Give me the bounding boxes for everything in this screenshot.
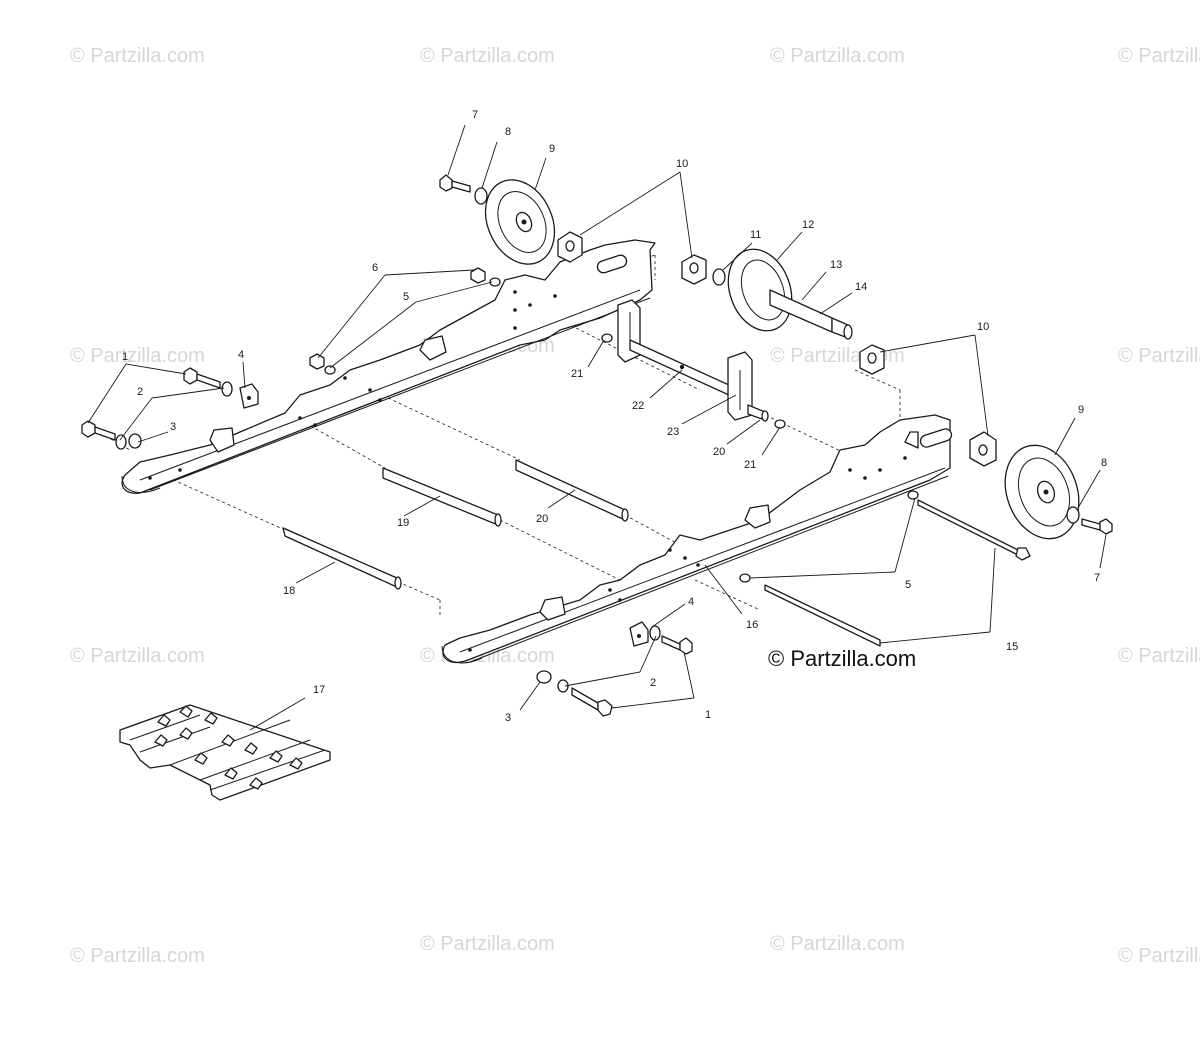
idler-wheel-9-top xyxy=(484,179,556,265)
washer-5 xyxy=(907,490,919,500)
callout-4: 4 xyxy=(688,596,694,608)
hyfax-wear-strip-17 xyxy=(119,704,331,801)
callout-numbers: 7 8 9 10 11 12 13 14 10 9 8 7 6 5 1 4 2 … xyxy=(122,109,1107,724)
rail-hook xyxy=(209,427,235,453)
callout-22: 22 xyxy=(632,400,644,412)
callout-16: 16 xyxy=(746,619,758,631)
callout-2: 2 xyxy=(137,386,143,398)
nut-6 xyxy=(470,267,486,284)
bolt-1-lower xyxy=(81,420,116,441)
rail-bracket xyxy=(904,431,919,449)
copyright-mark: © Partzilla.com xyxy=(768,646,916,671)
callout-13: 13 xyxy=(830,259,842,271)
callout-7: 7 xyxy=(1094,572,1100,584)
washer-2-lower xyxy=(115,434,127,450)
rail-slot xyxy=(919,428,953,448)
watermark: © Partzilla.com xyxy=(70,645,205,667)
callout-15: 15 xyxy=(1006,641,1018,653)
bolt-1-right-a xyxy=(661,635,693,655)
callout-20: 20 xyxy=(536,513,548,525)
washer-11 xyxy=(712,268,726,286)
watermark: © Partzilla.com xyxy=(770,45,905,67)
callout-2: 2 xyxy=(650,677,656,689)
watermark: © Partzilla.com xyxy=(1118,345,1200,367)
watermark: © Partzilla.com xyxy=(1118,945,1200,967)
washer-5 xyxy=(489,277,501,287)
watermark: © Partzilla.com xyxy=(1118,645,1200,667)
callout-8: 8 xyxy=(1101,457,1107,469)
leader-lines xyxy=(87,124,1107,731)
washer-5 xyxy=(739,573,751,583)
rail-hook xyxy=(744,504,771,529)
watermark: © Partzilla.com xyxy=(1118,45,1200,67)
washer-2-upper xyxy=(221,381,233,397)
callout-1: 1 xyxy=(705,709,711,721)
torque-arm-tube xyxy=(629,339,741,401)
idler-wheel-12 xyxy=(727,248,853,340)
washer-8-right xyxy=(1066,506,1080,524)
callout-11: 11 xyxy=(750,229,761,241)
callout-8: 8 xyxy=(505,126,511,138)
nut-6 xyxy=(309,353,325,370)
callout-5: 5 xyxy=(905,579,911,591)
callout-9: 9 xyxy=(549,143,555,155)
long-bolt-15 xyxy=(764,499,1031,647)
callout-3: 3 xyxy=(170,421,176,433)
rail-hook xyxy=(419,335,447,361)
callout-20: 20 xyxy=(713,446,725,458)
torque-arm-assembly xyxy=(601,299,786,429)
callout-4: 4 xyxy=(238,349,244,361)
washer-2 xyxy=(649,625,661,641)
washer-21 xyxy=(601,333,613,343)
bolt-7-right xyxy=(1081,518,1113,535)
callout-23: 23 xyxy=(667,426,679,438)
callout-12: 12 xyxy=(802,219,814,231)
callout-17: 17 xyxy=(313,684,325,696)
callout-21: 21 xyxy=(744,459,756,471)
right-slide-rail xyxy=(441,414,953,664)
callout-10: 10 xyxy=(676,158,688,170)
watermark: © Partzilla.com xyxy=(420,933,555,955)
callout-14: 14 xyxy=(855,281,867,293)
bolt-1-right-b xyxy=(571,687,613,717)
callout-21: 21 xyxy=(571,368,583,380)
idler-wheel-9-right xyxy=(1004,444,1080,540)
watermark: © Partzilla.com xyxy=(770,933,905,955)
washer-21 xyxy=(774,419,786,429)
bolt-1-upper xyxy=(183,367,221,389)
watermark: © Partzilla.com xyxy=(420,45,555,67)
washer-2 xyxy=(557,679,569,693)
watermark: © Partzilla.com xyxy=(70,45,205,67)
watermark: © Partzilla.com xyxy=(70,345,205,367)
left-slide-rail xyxy=(121,239,656,494)
rail-slot xyxy=(596,254,628,274)
bolt-7-top xyxy=(439,174,471,193)
washer-3 xyxy=(536,670,552,684)
washer-5 xyxy=(324,365,336,375)
callout-3: 3 xyxy=(505,712,511,724)
callout-7: 7 xyxy=(472,109,478,121)
callout-10: 10 xyxy=(977,321,989,333)
cross-shafts xyxy=(282,459,629,590)
callout-5: 5 xyxy=(403,291,409,303)
shaft-20 xyxy=(515,459,626,521)
watermarks: © Partzilla.com © Partzilla.com © Partzi… xyxy=(70,45,1200,967)
callout-18: 18 xyxy=(283,585,295,597)
callout-9: 9 xyxy=(1078,404,1084,416)
callout-19: 19 xyxy=(397,517,409,529)
callout-6: 6 xyxy=(372,262,378,274)
washer-3 xyxy=(128,433,142,449)
rail-hook xyxy=(539,596,566,621)
watermark: © Partzilla.com xyxy=(70,945,205,967)
washer-8-top xyxy=(474,187,488,205)
callout-1: 1 xyxy=(122,351,128,363)
